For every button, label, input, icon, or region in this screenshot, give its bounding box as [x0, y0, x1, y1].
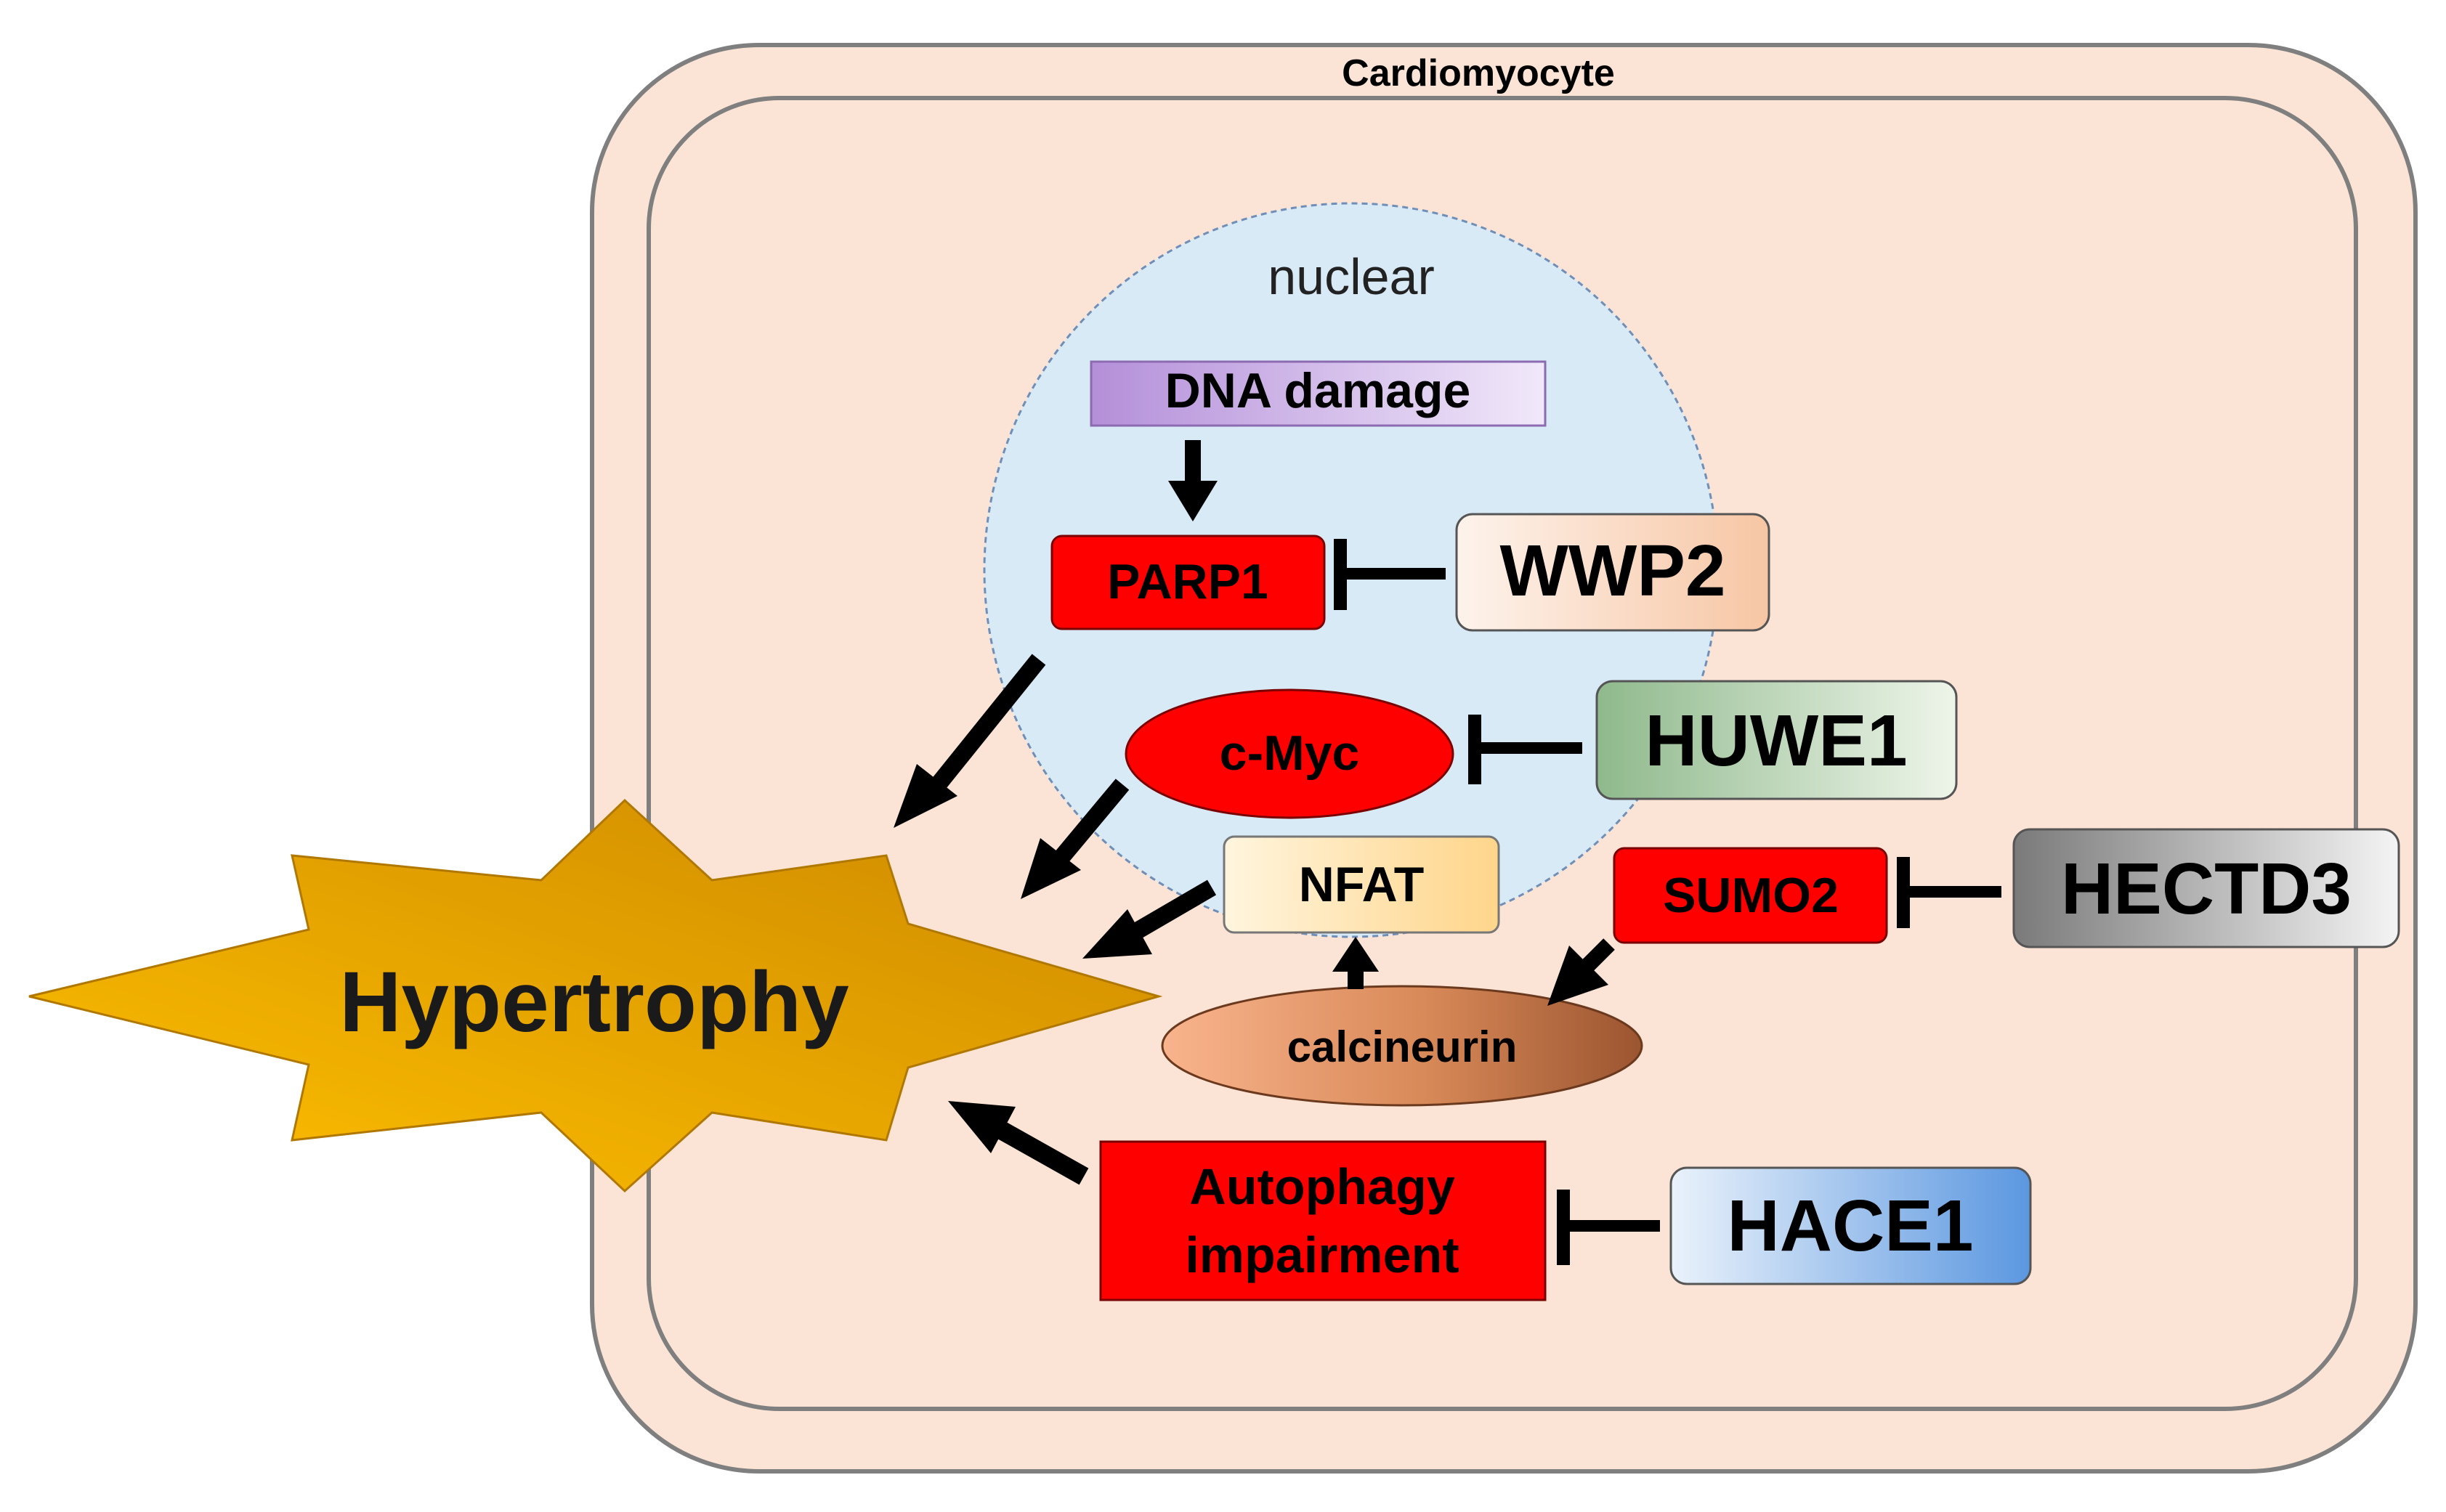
inhibit-hectd3-sumo2	[1897, 857, 2001, 928]
autophagy-label-line2: impairment	[1185, 1227, 1459, 1283]
nfat-label: NFAT	[1299, 857, 1425, 912]
hace1-box	[1669, 1166, 2032, 1285]
nfat-box	[1223, 835, 1500, 934]
arrow-cmyc-to-hypertrophy	[1021, 779, 1130, 899]
dna-damage-box	[1090, 360, 1547, 427]
hectd3-label: HECTD3	[2061, 848, 2352, 930]
arrow-sumo2-to-calcineurin	[1547, 938, 1615, 1006]
wwp2-label: WWP2	[1499, 530, 1725, 611]
inhibit-hace1-autophagy	[1557, 1190, 1660, 1265]
arrow-parp1-to-hypertrophy	[894, 654, 1046, 828]
nucleus-label: nuclear	[1268, 248, 1435, 305]
dna-damage-label: DNA damage	[1165, 363, 1471, 418]
inhibit-wwp2-parp1	[1334, 539, 1446, 610]
hectd3-box	[2012, 828, 2400, 948]
inhibit-huwe1-cmyc	[1468, 715, 1582, 784]
cmyc-ellipse	[1125, 688, 1454, 819]
huwe1-label: HUWE1	[1645, 700, 1907, 781]
parp1-box	[1050, 535, 1326, 630]
cell-title: Cardiomyocyte	[1342, 52, 1615, 94]
hace1-label: HACE1	[1728, 1185, 1974, 1267]
parp1-label: PARP1	[1107, 554, 1268, 609]
autophagy-label-line1: Autophagy	[1189, 1158, 1455, 1215]
calcineurin-ellipse	[1161, 985, 1643, 1107]
cmyc-label: c-Myc	[1220, 725, 1360, 781]
sumo2-box	[1613, 847, 1888, 944]
arrow-autophagy-to-hypertrophy	[948, 1101, 1089, 1185]
huwe1-box	[1595, 680, 1958, 800]
arrow-nfat-to-hypertrophy	[1082, 879, 1217, 959]
arrow-calcineurin-to-nfat	[1332, 937, 1379, 989]
hypertrophy-burst	[28, 798, 1163, 1193]
hypertrophy-label: Hypertrophy	[339, 954, 849, 1050]
arrow-dna-to-parp1	[1168, 440, 1218, 521]
calcineurin-label: calcineurin	[1287, 1023, 1518, 1071]
autophagy-impairment-box	[1099, 1140, 1547, 1301]
sumo2-label: SUMO2	[1663, 868, 1839, 923]
wwp2-box	[1455, 513, 1770, 632]
